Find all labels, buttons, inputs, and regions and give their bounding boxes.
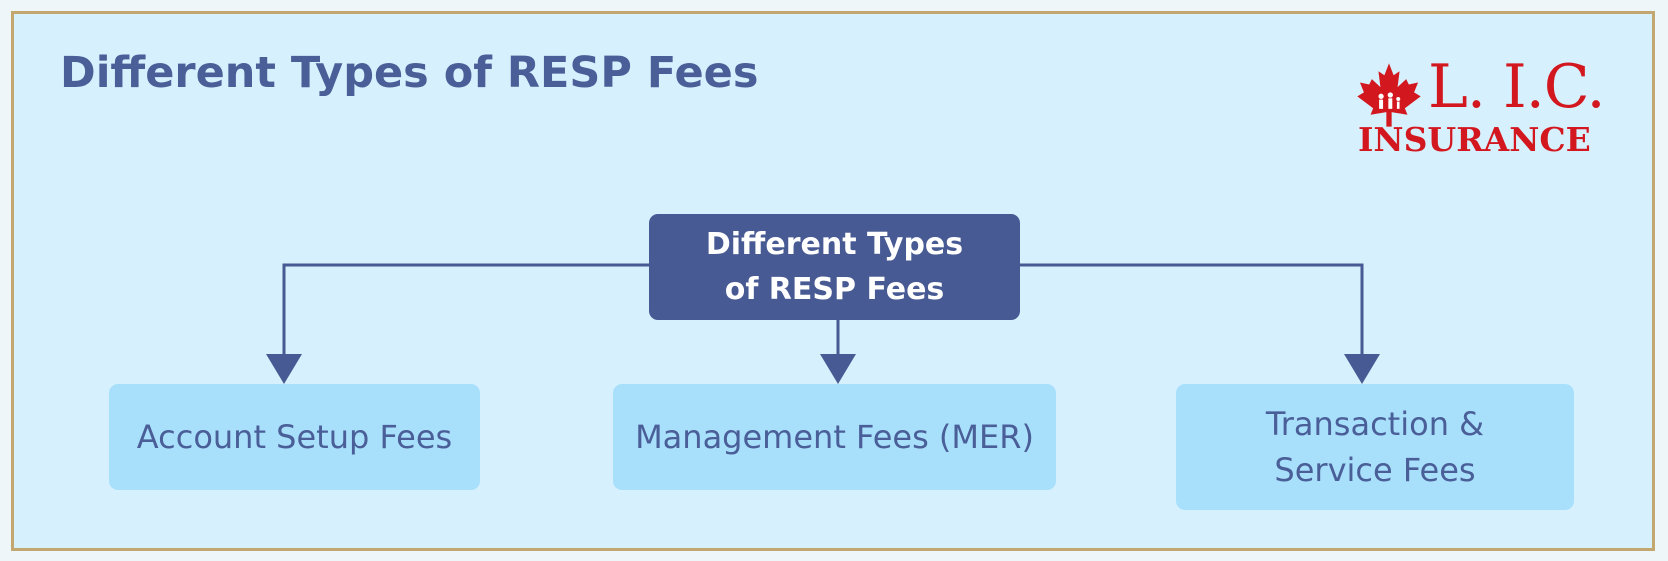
root-node: Different Types of RESP Fees — [649, 214, 1020, 320]
root-node-label: Different Types of RESP Fees — [705, 227, 964, 307]
child-node-label: Management Fees (MER) — [635, 418, 1034, 456]
child-node-transaction-service: Transaction & Service Fees — [1176, 384, 1574, 510]
maple-leaf-icon — [1357, 63, 1421, 127]
child-node-management-fees: Management Fees (MER) — [613, 384, 1056, 490]
lic-insurance-logo: L. I.C. INSURANCE — [1356, 52, 1606, 162]
child-node-label: Transaction & Service Fees — [1265, 405, 1485, 489]
logo-wordmark: INSURANCE — [1358, 120, 1591, 159]
logo-abbreviation: L. I.C. — [1428, 52, 1606, 122]
page-title: Different Types of RESP Fees — [60, 48, 759, 98]
arrowhead-center — [820, 354, 856, 384]
connector-left — [282, 263, 649, 356]
arrowhead-left — [266, 354, 302, 384]
connector-right — [1020, 263, 1364, 356]
child-node-label: Account Setup Fees — [136, 418, 453, 456]
arrowhead-right — [1344, 354, 1380, 384]
child-node-account-setup: Account Setup Fees — [109, 384, 480, 490]
